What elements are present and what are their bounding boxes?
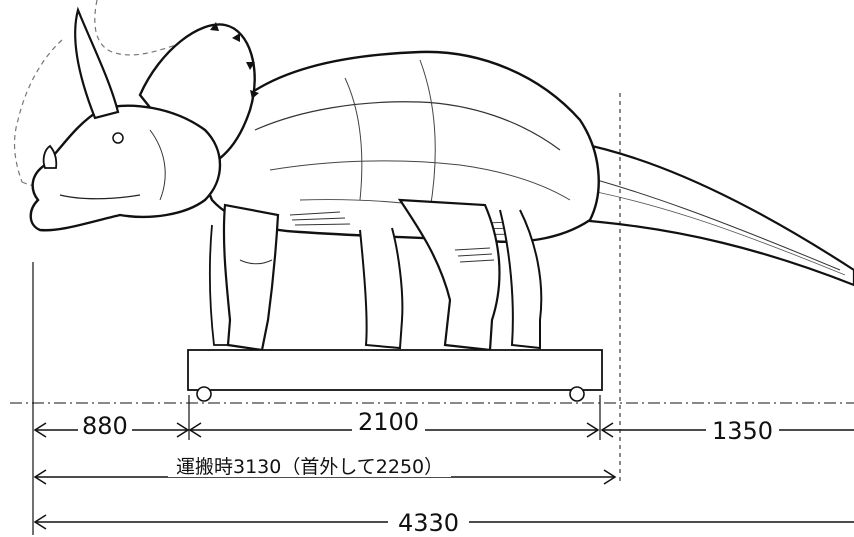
wheel-front [196,386,212,402]
wheel-rear [569,386,585,402]
frill [138,23,256,172]
dimension-1350: 1350 [706,419,780,443]
pedestal-base [187,349,603,391]
dimension-transport: 運搬時3130（首外して2250） [168,458,452,477]
hind-leg [397,198,501,352]
head [29,104,222,232]
brow-horn [74,6,120,120]
front-leg [222,203,280,352]
dimension-4330: 4330 [388,511,470,535]
dimension-2100: 2100 [352,410,426,434]
dimension-880: 880 [78,414,132,438]
